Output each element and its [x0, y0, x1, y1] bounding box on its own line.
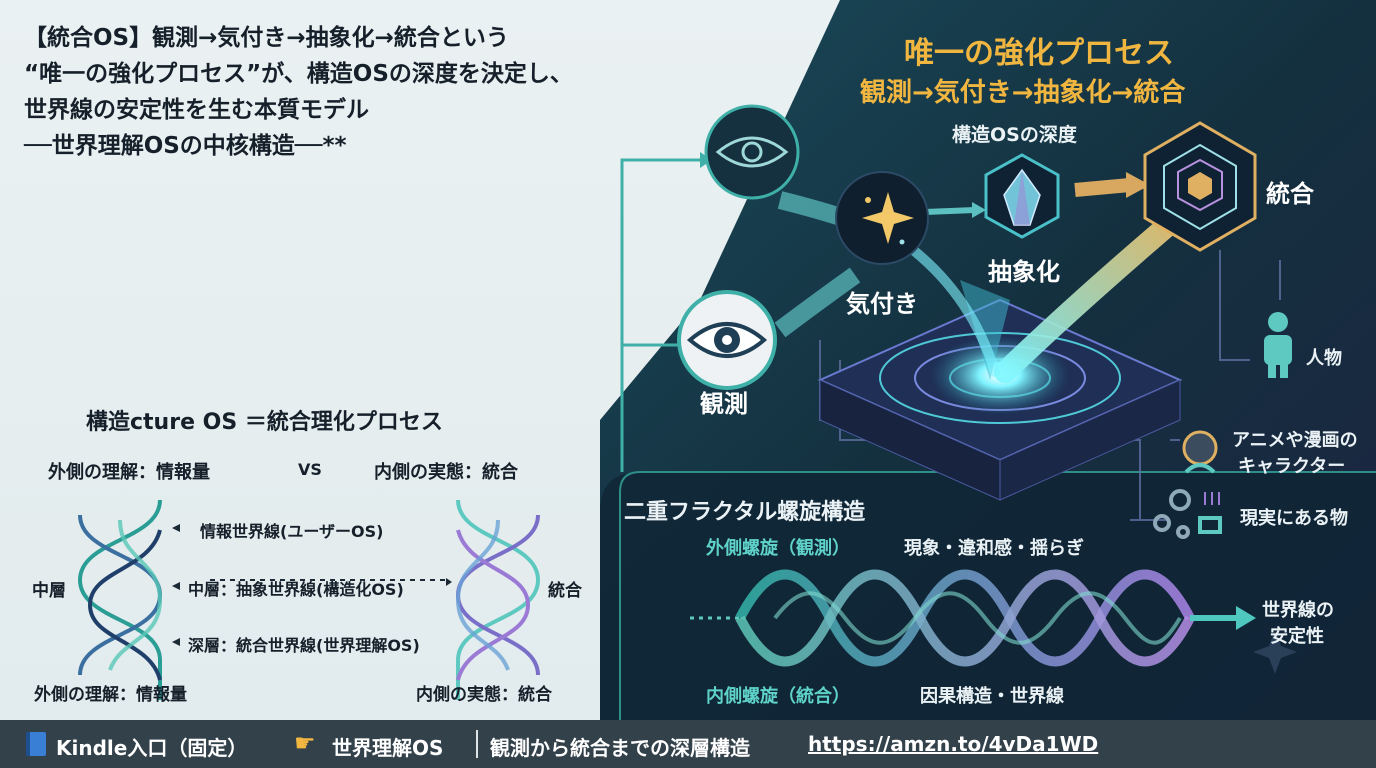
light-beam: [994, 204, 1191, 383]
double-spiral: [690, 569, 1297, 674]
inner-spiral: [735, 569, 1195, 667]
process-title: 唯一の強化プロセス: [904, 36, 1174, 71]
inner-spiral-label: 内側螺旋（統合）: [706, 686, 850, 707]
spiral-title: 二重フラクタル螺旋構造: [624, 500, 866, 525]
bottom-right-label: 内側の実態：統合: [416, 685, 552, 705]
book-icon: [26, 732, 46, 756]
left-side-label: 中層: [32, 581, 66, 601]
footer-bar: Kindle入口（固定） ☛ 世界理解OS 観測から統合までの深層構造 http…: [0, 720, 1376, 768]
outer-spiral-label: 外側螺旋（観測）: [706, 538, 850, 559]
title-line-1: 【統合OS】観測→気付き→抽象化→統合という: [24, 25, 509, 51]
depth-label: 構造OSの深度: [952, 124, 1077, 146]
bottom-left-label: 外側の理解：情報量: [34, 685, 187, 705]
inner-reality-label: 内側の実態：統合: [374, 462, 518, 483]
title-line-3: 世界線の安定性を生む本質モデル: [24, 97, 369, 123]
layer-surface: 情報世界線(ユーザーOS): [200, 522, 384, 541]
result-line-2: 安定性: [1270, 626, 1324, 647]
star-sparkle: [1253, 630, 1297, 674]
ribbon-arrow: [1074, 178, 1131, 197]
kindle-label: Kindle入口（固定）: [56, 736, 248, 760]
arrow-head: [972, 202, 986, 218]
right-side-label: 統合: [548, 581, 582, 601]
divider: [476, 730, 478, 758]
spiral-panel-border: [619, 471, 1376, 720]
kindle-link[interactable]: https://amzn.to/4vDa1WD: [808, 732, 1099, 756]
step-integrate: 統合: [1266, 180, 1314, 208]
process-diagram: [77, 0, 1376, 720]
crystal-icon: [984, 153, 1060, 239]
eye-icon-top: [704, 104, 800, 200]
structure-heading: 構造cture OS ＝統合理化プロセス: [86, 410, 443, 435]
character-icon: [1182, 430, 1218, 474]
target-real-objects: 現実にある物: [1240, 508, 1348, 529]
title-block: 【統合OS】観測→気付き→抽象化→統合という “唯一の強化プロセス”が、構造OS…: [24, 20, 624, 164]
light-beam: [895, 235, 1000, 377]
gear-icon: [1153, 489, 1222, 539]
target-anime-line2: キャラクター: [1238, 456, 1346, 477]
ribbon-arrow: [924, 207, 976, 215]
sparkle-icon: [835, 171, 929, 265]
layer-middle: 中層：抽象世界線(構造化OS): [188, 580, 404, 599]
ribbon-arrow: [774, 267, 861, 338]
step-observe: 観測: [700, 390, 748, 418]
title-line-2: “唯一の強化プロセス”が、構造OSの深度を決定し、: [24, 61, 573, 87]
outer-understanding-label: 外側の理解：情報量: [48, 462, 210, 483]
connector-line: [620, 158, 700, 472]
pointing-hand-icon: ☛: [294, 729, 316, 757]
right-helix: [455, 499, 541, 700]
target-person: 人物: [1306, 348, 1342, 369]
target-anime-line1: アニメや漫画の: [1232, 430, 1358, 451]
vs-label: VS: [298, 460, 322, 479]
book-title: 世界理解OS: [332, 736, 444, 760]
small-arrows: [172, 524, 452, 646]
book-description: 観測から統合までの深層構造: [490, 736, 750, 760]
title-line-4: ──世界理解OSの中核構造──**: [24, 133, 347, 159]
process-subtitle: 観測→気付き→抽象化→統合: [860, 78, 1186, 108]
left-helix: [77, 499, 163, 700]
arrow-head: [1126, 172, 1150, 198]
integrate-icon: [1143, 121, 1257, 252]
step-notice: 気付き: [846, 290, 918, 318]
outer-spiral-desc: 現象・違和感・揺らぎ: [904, 538, 1084, 559]
layer-deep: 深層：統合世界線(世界理解OS): [188, 636, 420, 655]
person-icon: [1264, 312, 1292, 378]
result-line-1: 世界線の: [1262, 600, 1334, 621]
inner-spiral-desc: 因果構造・世界線: [920, 686, 1064, 707]
eye-icon-main: [677, 290, 777, 390]
step-abstract: 抽象化: [988, 258, 1060, 286]
